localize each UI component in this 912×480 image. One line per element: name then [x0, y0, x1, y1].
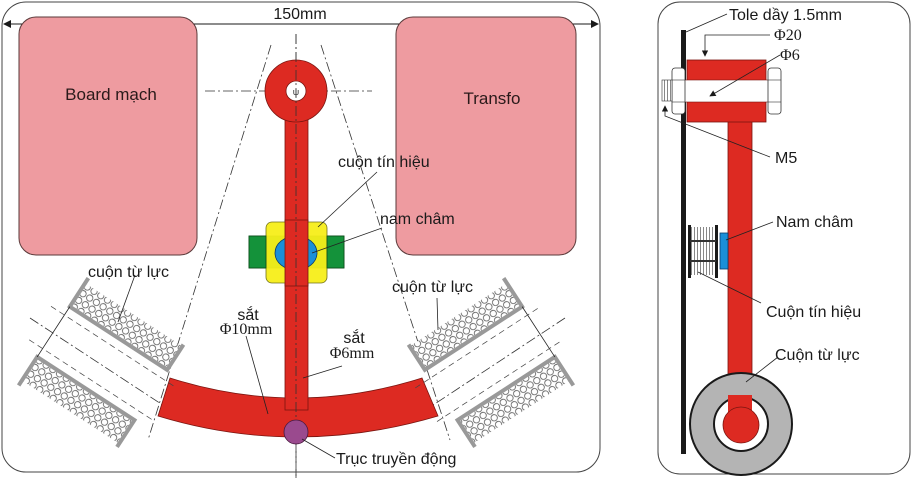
front-view: 150mm Board mạch Transfo ψ: [1, 1, 601, 478]
side-arm-end: [722, 406, 760, 444]
nut-right: [767, 67, 782, 115]
transformer-block: [395, 16, 577, 256]
iron-10mm-label-2: Φ10mm: [220, 321, 273, 338]
sheet-label: Tole dầy 1.5mm: [729, 7, 842, 24]
side-magnet: [719, 232, 729, 270]
side-signal-coil-label: Cuộn tín hiệu: [766, 304, 861, 321]
dimension-label: 150mm: [273, 6, 326, 23]
nut-left: [671, 67, 686, 115]
side-view: Tole dầy 1.5mm Φ20 Φ6 M5 Nam châm Cuộn t…: [657, 1, 911, 476]
bearing-bore: [675, 79, 777, 103]
magnet-label: nam châm: [380, 211, 455, 228]
signal-coil-assembly: [248, 150, 345, 478]
inner-diameter-label: Φ6: [780, 47, 800, 64]
board-block: [18, 16, 198, 256]
left-force-coil: [16, 277, 186, 449]
steel-sheet: [681, 30, 686, 454]
side-magnet-label: Nam châm: [776, 214, 853, 231]
board-label: Board mạch: [65, 85, 157, 104]
transformer-label: Transfo: [463, 89, 520, 108]
outer-diameter-label: Φ20: [774, 27, 802, 44]
right-force-coil-label: cuộn từ lực: [392, 279, 473, 296]
side-leader-lines: [661, 13, 781, 383]
iron-6mm-label-2: Φ6mm: [330, 345, 375, 362]
bolt-thread: [661, 79, 673, 102]
shaft-label: Trục truyền động: [336, 451, 456, 468]
front-leader-lines: [117, 171, 439, 459]
left-force-coil-label: cuộn từ lực: [88, 264, 169, 281]
iron-6mm-label-1: sắt: [343, 328, 365, 347]
iron-10mm-label-1: sắt: [237, 305, 259, 324]
side-force-coil-label: Cuộn từ lực: [775, 347, 860, 364]
side-signal-coil: [688, 225, 718, 278]
drive-shaft: [283, 419, 309, 445]
right-force-coil: [406, 277, 576, 449]
signal-coil-label: cuộn tín hiệu: [338, 154, 430, 171]
bolt-label: M5: [775, 150, 797, 167]
